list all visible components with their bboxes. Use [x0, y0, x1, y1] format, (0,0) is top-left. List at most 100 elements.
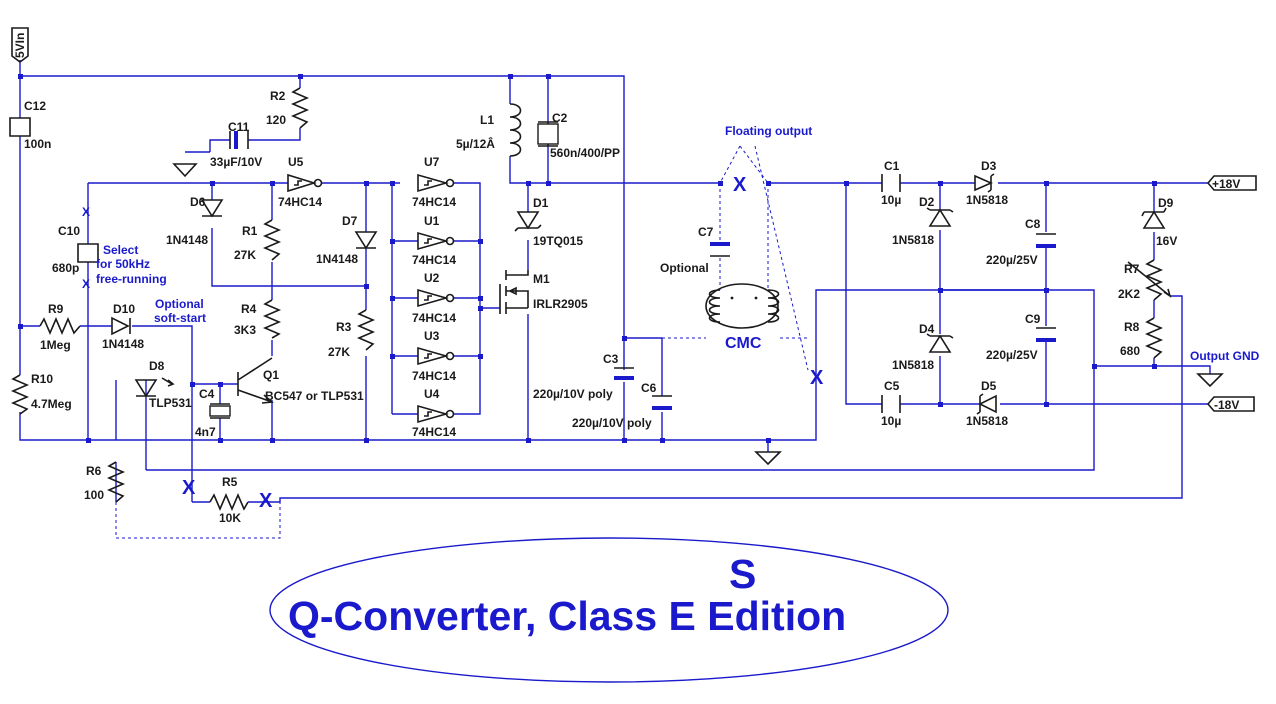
x-mark: X	[82, 277, 90, 291]
u4-ref: U4	[424, 387, 440, 401]
c12-value: 100n	[24, 137, 51, 151]
wires	[19, 60, 1211, 503]
c8-ref: C8	[1025, 217, 1041, 231]
title-ellipse	[269, 537, 949, 683]
d7-ref: D7	[342, 214, 358, 228]
port-neg18v-label: -18V	[1214, 398, 1239, 412]
u3-value: 74HC14	[412, 369, 456, 383]
r7-value: 2K2	[1118, 287, 1140, 301]
u4-value: 74HC14	[412, 425, 456, 439]
r8-ref: R8	[1124, 320, 1140, 334]
d5-value: 1N5818	[966, 414, 1008, 428]
x-mark: X	[810, 367, 824, 389]
d4-ref: D4	[919, 322, 935, 336]
c5-value: 10µ	[881, 414, 901, 428]
c12-ref: C12	[24, 99, 46, 113]
r5-value: 10K	[219, 511, 241, 525]
r2-value: 120	[266, 113, 286, 127]
note-select-1: Select	[103, 243, 138, 257]
note-select-2: for 50kHz	[96, 257, 150, 271]
u2-ref: U2	[424, 271, 440, 285]
c4-ref: C4	[199, 387, 215, 401]
c6-ref: C6	[641, 381, 657, 395]
note-softstart-1: Optional	[155, 297, 204, 311]
d9-ref: D9	[1158, 196, 1174, 210]
d3-value: 1N5818	[966, 193, 1008, 207]
x-marks: X X X X X X	[82, 174, 824, 512]
c10-value: 680p	[52, 261, 79, 275]
port-pos18v-label: +18V	[1212, 177, 1240, 191]
component-labels: C12 100n R2 120 C11 33µF/10V U5 74HC14 U…	[24, 89, 1177, 525]
x-mark: X	[182, 477, 196, 499]
r2-ref: R2	[270, 89, 286, 103]
r4-value: 3K3	[234, 323, 256, 337]
note-output-gnd: Output GND	[1190, 349, 1260, 363]
u5-ref: U5	[288, 155, 304, 169]
note-optional-c7: Optional	[660, 261, 709, 275]
r7-ref: R7	[1124, 262, 1140, 276]
l1-ref: L1	[480, 113, 494, 127]
common-mode-choke	[705, 283, 780, 329]
c11-value: 33µF/10V	[210, 155, 262, 169]
d4-value: 1N5818	[892, 358, 934, 372]
u7-ref: U7	[424, 155, 440, 169]
r1-value: 27K	[234, 248, 256, 262]
q1-ref: Q1	[263, 368, 279, 382]
c6-value: 220µ/10V poly	[572, 416, 652, 430]
q1-value: BC547 or TLP531	[265, 389, 364, 403]
d7-value: 1N4148	[316, 252, 358, 266]
d2-value: 1N5818	[892, 233, 934, 247]
d1-ref: D1	[533, 196, 549, 210]
d6-value: 1N4148	[166, 233, 208, 247]
c3-ref: C3	[603, 352, 619, 366]
note-select-3: free-running	[96, 272, 167, 286]
r1-ref: R1	[242, 224, 258, 238]
dashed-connections	[115, 145, 809, 539]
r3-value: 27K	[328, 345, 350, 359]
note-floating-output: Floating output	[725, 124, 812, 138]
r9-ref: R9	[48, 302, 64, 316]
d9-value: 16V	[1156, 234, 1177, 248]
note-cmc: CMC	[725, 335, 762, 352]
r3-ref: R3	[336, 320, 352, 334]
u1-ref: U1	[424, 214, 440, 228]
c1-ref: C1	[884, 159, 900, 173]
x-mark: X	[259, 490, 273, 512]
u1-value: 74HC14	[412, 253, 456, 267]
r8-value: 680	[1120, 344, 1140, 358]
transistor-q1	[237, 357, 274, 404]
diodes	[111, 173, 1167, 415]
c9-value: 220µ/25V	[986, 348, 1038, 362]
c4-value: 4n7	[195, 425, 216, 439]
port-5vin: 5VIn	[11, 27, 29, 63]
d3-ref: D3	[981, 159, 997, 173]
d2-ref: D2	[919, 195, 935, 209]
u2-value: 74HC14	[412, 311, 456, 325]
d5-ref: D5	[981, 379, 997, 393]
c11-ref: C11	[228, 120, 250, 134]
capacitors	[9, 117, 1056, 419]
m1-ref: M1	[533, 272, 550, 286]
port-pos18v: +18V	[1206, 175, 1257, 191]
x-mark: X	[82, 205, 90, 219]
port-neg18v: -18V	[1206, 396, 1255, 412]
m1-value: IRLR2905	[533, 297, 588, 311]
c1-value: 10µ	[881, 193, 901, 207]
schmitt-inverters	[287, 173, 455, 424]
x-mark: X	[733, 174, 747, 196]
inductor-l1	[509, 103, 522, 157]
u5-value: 74HC14	[278, 195, 322, 209]
note-softstart-2: soft-start	[154, 311, 206, 325]
annotations: Select for 50kHz free-running Optional s…	[96, 124, 1260, 363]
c3-value: 220µ/10V poly	[533, 387, 613, 401]
mosfet-m1	[499, 270, 529, 314]
r5-ref: R5	[222, 475, 238, 489]
title-line2: Q-Converter, Class E Edition	[288, 593, 846, 639]
c8-value: 220µ/25V	[986, 253, 1038, 267]
r10-ref: R10	[31, 372, 53, 386]
r9-value: 1Meg	[40, 338, 71, 352]
c9-ref: C9	[1025, 312, 1041, 326]
port-5vin-label: 5VIn	[13, 33, 27, 58]
l1-value: 5µ/12Â	[456, 136, 495, 151]
